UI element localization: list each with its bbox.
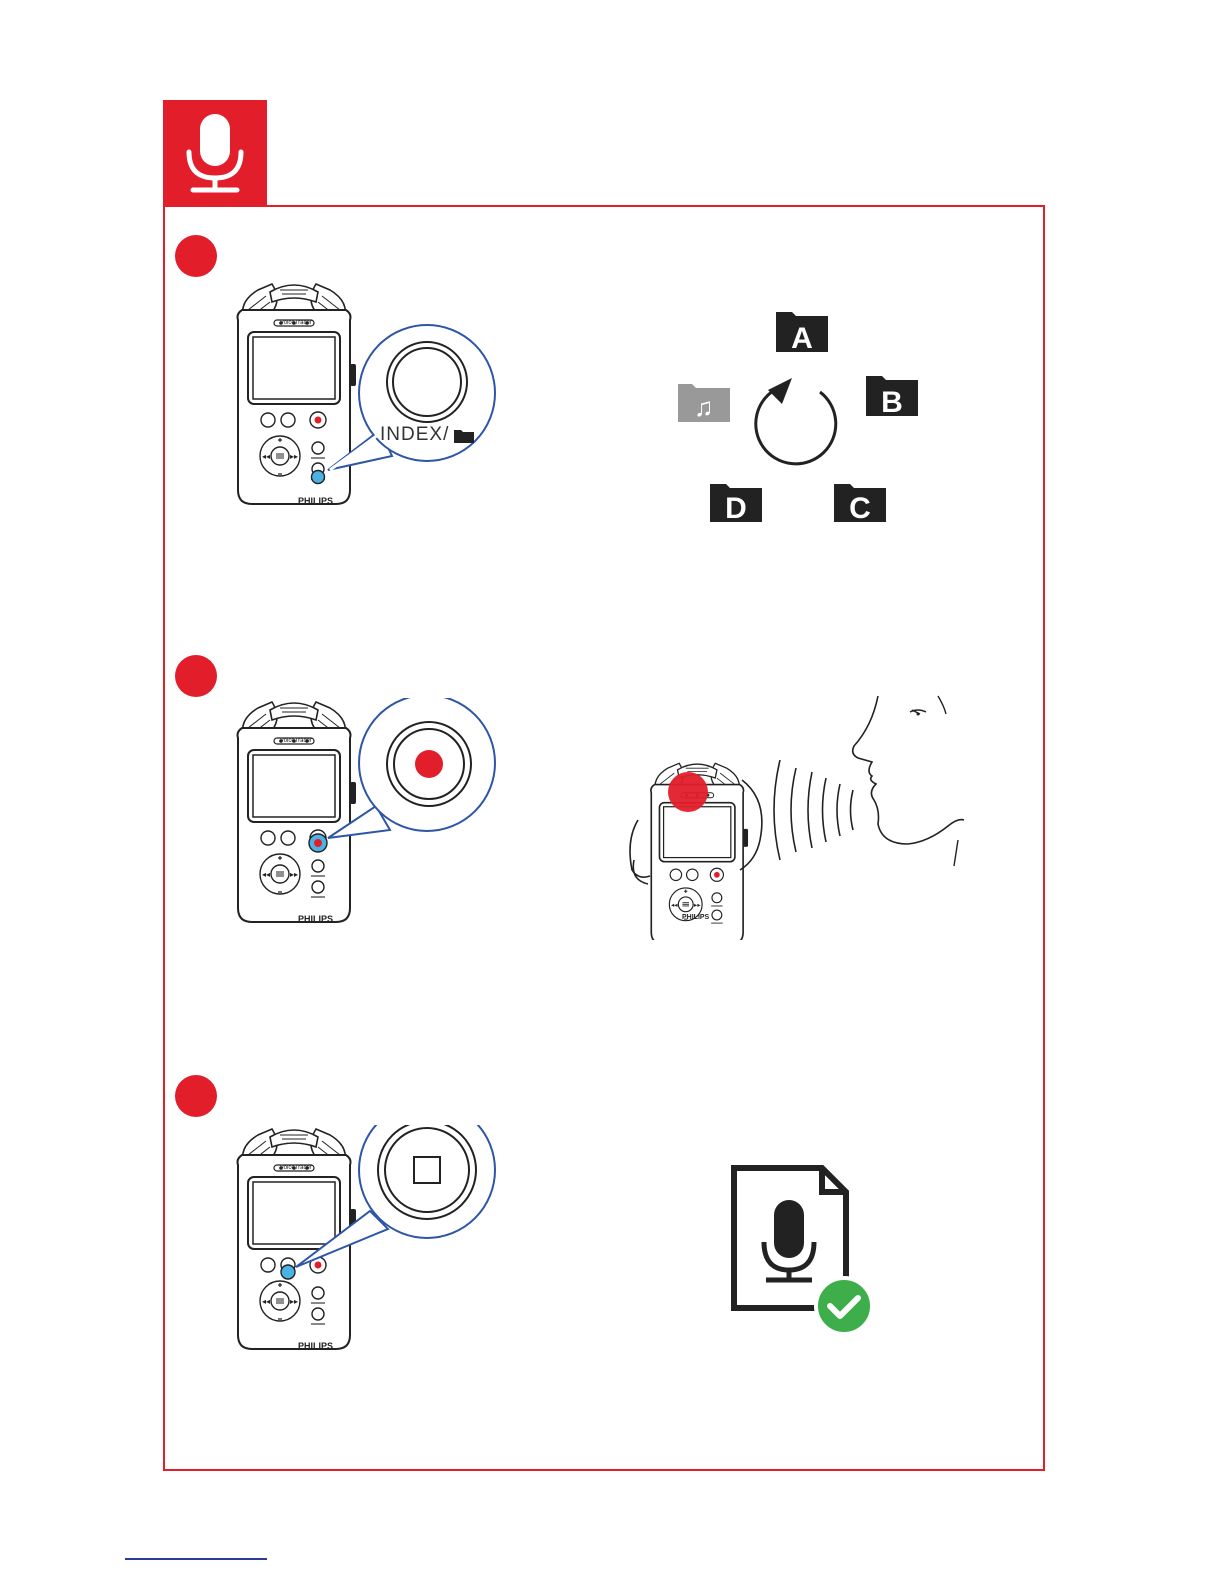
- svg-text:VoiceTracer: VoiceTracer: [280, 738, 312, 744]
- svg-text:PHILIPS: PHILIPS: [682, 914, 710, 921]
- step-3-marker: [175, 1075, 217, 1117]
- record-icon: [415, 750, 443, 778]
- folder-icon: [453, 428, 475, 444]
- svg-text:B: B: [881, 386, 903, 419]
- svg-text:♫: ♫: [694, 392, 714, 422]
- folder-b-icon: B: [866, 376, 918, 419]
- speaking-illustration: PHILIPS: [620, 690, 980, 940]
- brand-label: PHILIPS: [298, 496, 333, 506]
- svg-text:PHILIPS: PHILIPS: [298, 914, 333, 924]
- recorder-step-3: PHILIPS VoiceTracer: [230, 1125, 510, 1365]
- recorder-step-2: PHILIPS VoiceTracer: [230, 698, 510, 938]
- svg-text:VoiceTracer: VoiceTracer: [280, 320, 312, 326]
- check-icon: [816, 1278, 872, 1334]
- svg-text:PHILIPS: PHILIPS: [298, 1341, 333, 1351]
- svg-text:D: D: [725, 492, 747, 525]
- recorder-step-1: PHILIPS VoiceTracer: [230, 280, 510, 520]
- index-label: INDEX/: [380, 424, 449, 446]
- folder-a-icon: A: [776, 312, 828, 355]
- footer-rule: [125, 1558, 267, 1560]
- stop-icon: [414, 1157, 440, 1183]
- svg-text:C: C: [849, 492, 871, 525]
- folder-d-icon: D: [710, 484, 762, 525]
- folder-cycle: ♫ A B C D: [670, 300, 930, 530]
- header-tab: [163, 100, 267, 206]
- svg-text:VoiceTracer: VoiceTracer: [280, 1165, 312, 1171]
- svg-text:A: A: [791, 322, 813, 355]
- folder-c-icon: C: [834, 484, 886, 525]
- microphone-icon: [163, 100, 267, 206]
- step-1-marker: [175, 235, 217, 277]
- step-2-marker: [175, 655, 217, 697]
- audio-file-saved-icon: [728, 1162, 878, 1337]
- music-folder-icon: ♫: [678, 384, 730, 422]
